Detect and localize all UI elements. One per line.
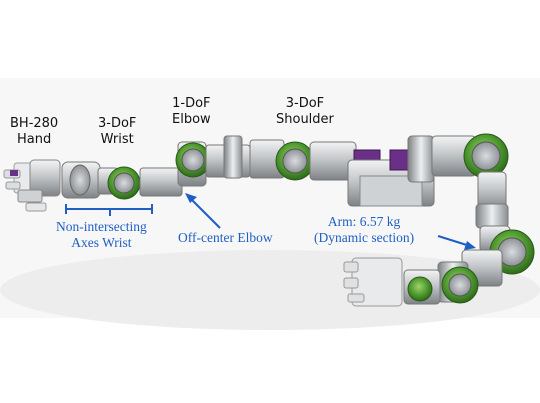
shoulder-label: 3-DoF Shoulder [276,96,334,128]
off-center-annotation: Off-center Elbow [178,230,273,246]
hand-label-line-1: BH-280 [10,116,58,132]
arm-section-line: (Dynamic section) [314,230,414,246]
wrist-label-line-1: 3-DoF [98,116,136,132]
elbow-label-line-1: 1-DoF [172,96,211,112]
non-intersecting-line-2: Axes Wrist [56,235,147,251]
wrist-label: 3-DoF Wrist [98,116,136,148]
elbow-label: 1-DoF Elbow [172,96,211,128]
hand-label-line-2: Hand [10,132,58,148]
hand-label: BH-280 Hand [10,116,58,148]
non-intersecting-annotation: Non-intersecting Axes Wrist [56,219,147,251]
non-intersecting-line-1: Non-intersecting [56,219,147,235]
shoulder-label-line-1: 3-DoF [276,96,334,112]
elbow-label-line-2: Elbow [172,112,211,128]
wrist-label-line-2: Wrist [98,132,136,148]
shoulder-label-line-2: Shoulder [276,112,334,128]
wrist-assembly [62,162,182,199]
arm-mass-line: Arm: 6.57 kg [314,214,414,230]
elbow-joint [176,136,284,186]
arm-annotation: Arm: 6.57 kg (Dynamic section) [314,214,414,246]
